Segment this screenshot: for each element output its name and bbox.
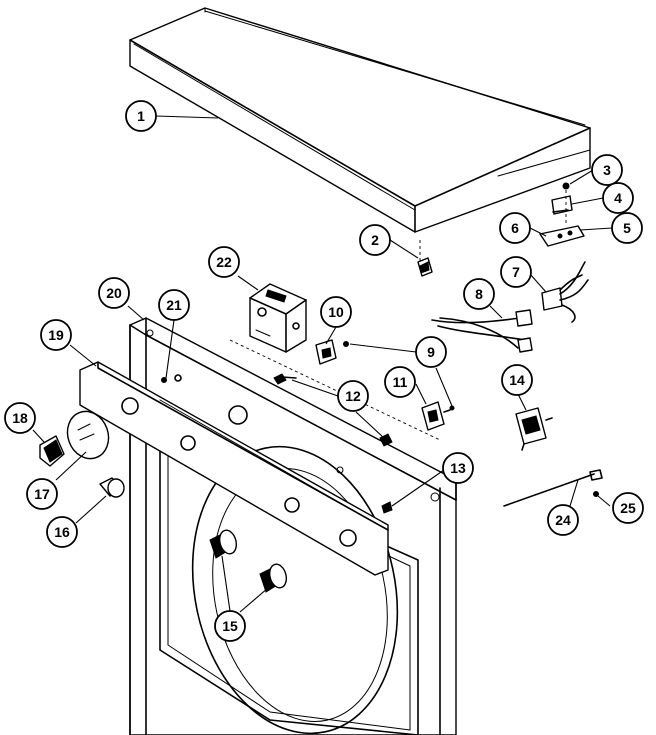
- callout-11: 11: [384, 366, 416, 398]
- callout-5: 5: [611, 212, 643, 244]
- control-panel: [79, 361, 389, 576]
- callout-16-label: 16: [54, 524, 70, 540]
- callout-9: 9: [415, 336, 447, 368]
- callout-15-label: 15: [222, 618, 238, 634]
- callout-14: 14: [501, 364, 533, 396]
- callout-19: 19: [40, 319, 72, 351]
- callout-10-label: 10: [328, 304, 344, 320]
- screws-part-21: [161, 374, 182, 383]
- callout-12-label: 12: [345, 388, 361, 404]
- callout-2: 2: [359, 224, 391, 256]
- callout-5-label: 5: [623, 220, 631, 236]
- callout-6: 6: [499, 212, 531, 244]
- callout-13-label: 13: [450, 460, 466, 476]
- callout-13: 13: [442, 452, 474, 484]
- screw-part-13: [381, 501, 393, 514]
- callout-3-label: 3: [603, 162, 611, 178]
- hinge-assembly: [539, 182, 585, 247]
- callout-21: 21: [158, 289, 190, 321]
- knobs: [39, 410, 288, 593]
- wiring-harness: [431, 309, 533, 353]
- callout-1: 1: [125, 100, 157, 132]
- callout-1-label: 1: [137, 108, 145, 124]
- top-panel: [129, 7, 591, 233]
- wire-connector: [541, 261, 589, 323]
- callout-12: 12: [337, 380, 369, 412]
- wire-and-screw: [503, 469, 603, 507]
- leader-lines: [32, 115, 613, 613]
- callout-25-label: 25: [620, 500, 636, 516]
- callout-15: 15: [214, 610, 246, 642]
- switch-part-14: [515, 407, 553, 451]
- clip-part: [417, 257, 433, 277]
- callout-4-label: 4: [614, 190, 622, 206]
- callout-17: 17: [26, 478, 58, 510]
- callout-11-label: 11: [393, 374, 408, 390]
- callout-10: 10: [320, 296, 352, 328]
- callout-7: 7: [500, 256, 532, 288]
- timer: [249, 283, 307, 353]
- callout-2-label: 2: [371, 232, 379, 248]
- callout-24-label: 24: [555, 512, 571, 528]
- callout-24: 24: [547, 504, 579, 536]
- callout-9-label: 9: [427, 344, 435, 360]
- callout-17-label: 17: [34, 486, 50, 502]
- callout-22-label: 22: [216, 254, 232, 270]
- callout-18-label: 18: [12, 410, 28, 426]
- callout-8-label: 8: [475, 286, 483, 302]
- callout-14-label: 14: [509, 372, 525, 388]
- callout-20-label: 20: [106, 285, 122, 301]
- callout-4: 4: [602, 182, 634, 214]
- callout-7-label: 7: [512, 264, 520, 280]
- switch-part-11: [421, 401, 455, 431]
- callout-20: 20: [98, 277, 130, 309]
- switch-part-10: [315, 339, 349, 365]
- callout-6-label: 6: [511, 220, 519, 236]
- callout-22: 22: [208, 246, 240, 278]
- callout-16: 16: [46, 516, 78, 548]
- callout-18: 18: [4, 402, 36, 434]
- callout-25: 25: [612, 492, 644, 524]
- callout-3: 3: [591, 154, 623, 186]
- callout-21-label: 21: [166, 297, 182, 313]
- callout-8: 8: [463, 278, 495, 310]
- callout-19-label: 19: [48, 327, 64, 343]
